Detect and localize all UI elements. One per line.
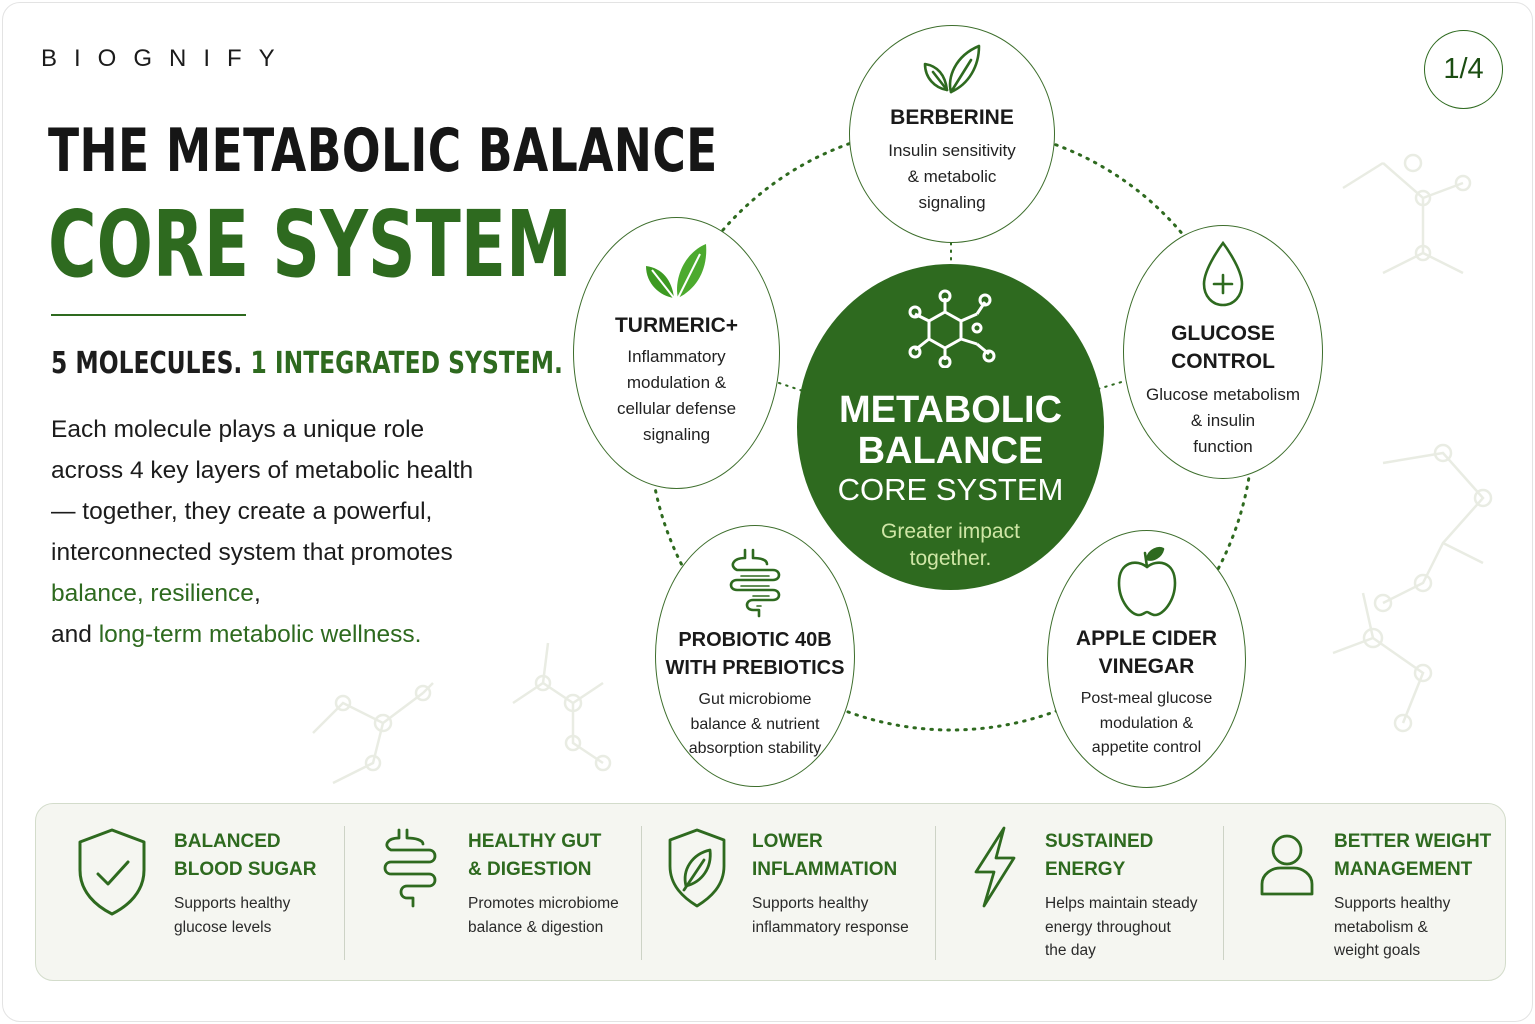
desc-line: appetite control [1091,739,1202,756]
intestine-icon [729,548,781,618]
benefit-title: LOWER INFLAMMATION [752,831,898,880]
person-icon [1260,834,1314,896]
molecule-node-glucose-control: GLUCOSE CONTROL Glucose metabolism & ins… [1123,225,1323,479]
molecule-node-probiotic: PROBIOTIC 40B WITH PREBIOTICS Gut microb… [655,525,855,787]
shield-leaf-icon [668,828,726,908]
benefit-title: SUSTAINED ENERGY [1045,831,1154,880]
intro-text-3: and [51,621,99,648]
molecule-description: Insulin sensitivity & metabolic signalin… [888,138,1016,216]
benefit-better-weight-management: BETTER WEIGHT MANAGEMENT Supports health… [1224,804,1506,982]
molecule-description: Gut microbiome balance & nutrient absorp… [689,688,822,762]
title-line-1: THE METABOLIC BALANCE [48,116,718,186]
desc-line: modulation & [1099,714,1194,732]
benefit-sustained-energy: SUSTAINED ENERGY Helps maintain steady e… [936,804,1223,982]
benefit-divider [1223,826,1224,960]
center-tagline-line-2: together. [909,547,992,570]
molecule-name: TURMERIC+ [614,314,739,337]
molecule-node-apple-cider-vinegar: APPLE CIDER VINEGAR Post-meal glucose mo… [1047,530,1246,788]
green-leaves-icon [645,244,706,299]
benefit-lower-inflammation: LOWER INFLAMMATION Supports healthy infl… [642,804,934,982]
brand-logo-text: BIOGNIFY [41,45,292,72]
benefit-description: Promotes microbiome balance & digestion [468,895,619,936]
benefit-divider [935,826,936,960]
desc-line: Insulin sensitivity [888,141,1016,160]
shield-check-icon [78,828,146,916]
benefit-divider [344,826,345,960]
molecule-description: Glucose metabolism & insulin function [1146,382,1300,460]
benefits-panel: BALANCED BLOOD SUGAR Supports healthy gl… [35,803,1506,981]
molecule-name-line-2: CONTROL [1171,350,1275,373]
title-underline-divider [51,314,246,316]
desc-line: & metabolic [907,167,997,186]
apple-icon [1117,547,1176,617]
molecule-description: Post-meal glucose modulation & appetite … [1081,687,1213,761]
intro-text-1: Each molecule plays a unique role across… [51,416,474,566]
benefit-description: Supports healthy inflammatory response [752,895,909,936]
center-title-line-2: BALANCE [857,430,1044,472]
subtitle-part-1: 5 MOLECULES. [51,346,243,381]
desc-line: cellular defense [616,399,737,418]
subtitle-part-2: 1 INTEGRATED SYSTEM. [250,346,563,381]
benefit-divider [641,826,642,960]
molecule-name-line-1: GLUCOSE [1171,322,1275,345]
benefit-description: Helps maintain steady energy throughout … [1045,895,1198,959]
benefit-title: HEALTHY GUT & DIGESTION [468,831,602,880]
leaf-outline-icon [923,44,981,94]
subtitle: 5 MOLECULES. 1 INTEGRATED SYSTEM. [51,346,563,381]
intro-paragraph: Each molecule plays a unique role across… [51,409,481,655]
desc-line: modulation & [626,373,727,392]
intro-highlight-2: long-term metabolic wellness. [98,621,422,648]
center-title-line-1: METABOLIC [838,389,1063,431]
desc-line: Glucose metabolism [1145,385,1300,404]
benefit-title: BETTER WEIGHT MANAGEMENT [1334,831,1492,880]
benefit-balanced-blood-sugar: BALANCED BLOOD SUGAR Supports healthy gl… [36,804,344,982]
molecule-node-berberine: BERBERINE Insulin sensitivity & metaboli… [849,25,1055,243]
molecule-name-line-1: APPLE CIDER [1075,627,1218,650]
desc-line: balance & nutrient [690,715,820,733]
molecule-name-line-2: WITH PREBIOTICS [665,657,845,679]
page-indicator-badge: 1/4 [1424,30,1503,109]
desc-line: Gut microbiome [698,691,812,708]
benefit-title: BALANCED BLOOD SUGAR [174,831,317,880]
desc-line: signaling [918,193,986,212]
center-hub: METABOLIC BALANCE CORE SYSTEM Greater im… [797,264,1104,590]
center-title-line-3: CORE SYSTEM [837,472,1064,507]
intro-text-2: , [253,580,261,607]
molecule-description: Inflammatory modulation & cellular defen… [617,344,736,448]
benefit-healthy-gut: HEALTHY GUT & DIGESTION Promotes microbi… [345,804,641,982]
desc-line: function [1193,437,1253,456]
benefit-description: Supports healthy glucose levels [174,895,291,936]
intro-highlight-1: balance, resilience [51,580,254,607]
center-tagline-line-1: Greater impact [881,520,1020,543]
desc-line: Post-meal glucose [1080,690,1213,707]
molecule-name-line-1: PROBIOTIC 40B [678,629,832,651]
desc-line: & insulin [1190,411,1256,430]
molecule-name: BERBERINE [890,106,1014,129]
molecule-name-line-2: VINEGAR [1098,655,1195,678]
desc-line: absorption stability [688,740,822,757]
lightning-icon [974,826,1016,908]
molecule-node-turmeric: TURMERIC+ Inflammatory modulation & cell… [573,217,780,489]
intestine-icon [383,828,437,908]
title-line-2: CORE SYSTEM [48,191,572,298]
drop-plus-icon [1202,240,1244,307]
molecule-network-icon [908,289,995,368]
desc-line: Inflammatory [627,347,726,366]
benefit-description: Supports healthy metabolism & weight goa… [1334,895,1451,959]
desc-line: signaling [642,425,711,444]
